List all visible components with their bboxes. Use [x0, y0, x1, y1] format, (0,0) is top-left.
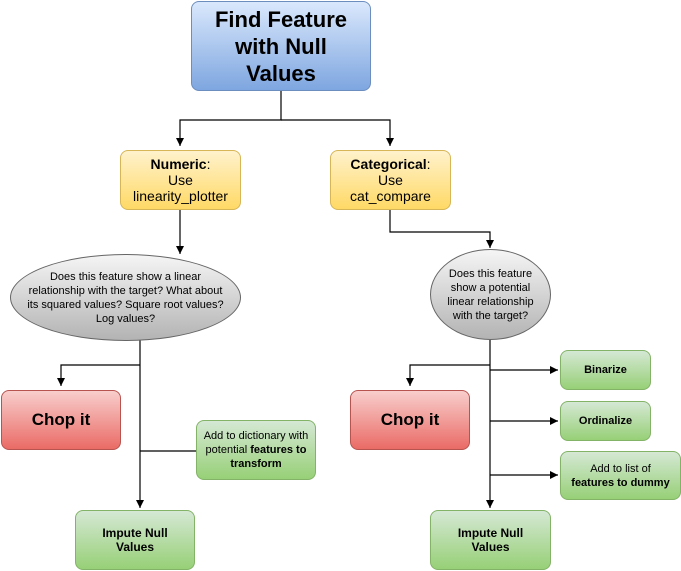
left-question-line-1: Does this feature show a linear: [49, 270, 202, 283]
left-question-line-2: relationship with the target? What about: [28, 284, 223, 297]
right-chop-it-label: Chop it: [380, 410, 440, 429]
right-question-line-3: linear relationship: [447, 295, 534, 308]
left-impute-line-1: Impute Null: [102, 526, 168, 540]
add-to-dummy-node: Add to list of features to dummy: [560, 451, 681, 500]
root-line-1: Find Feature: [214, 6, 347, 32]
binarize-node: Binarize: [560, 350, 651, 390]
categorical-node: Categorical: Use cat_compare: [330, 150, 451, 210]
right-impute-line-2: Values: [471, 540, 510, 554]
left-chop-it-node: Chop it: [1, 390, 121, 450]
categorical-label: Categorical: [350, 156, 427, 172]
right-question-line-4: with the target?: [452, 309, 529, 322]
right-chop-it-node: Chop it: [350, 390, 470, 450]
edge-root-to-numeric: [176, 91, 282, 146]
numeric-colon: :: [206, 156, 211, 172]
numeric-tool: linearity_plotter: [133, 188, 228, 204]
left-impute-null-node: Impute Null Values: [75, 510, 195, 570]
categorical-tool: cat_compare: [350, 188, 431, 204]
left-impute-line-2: Values: [115, 540, 155, 554]
edge-root-to-categorical: [281, 119, 394, 146]
root-node-find-feature: Find Feature with Null Values: [191, 1, 371, 91]
numeric-use: Use: [168, 172, 193, 188]
left-question-node: Does this feature show a linear relation…: [10, 254, 241, 341]
left-question-line-4: Log values?: [95, 312, 156, 325]
add-dictionary-line-3: transform: [230, 458, 282, 470]
right-impute-null-node: Impute Null Values: [430, 510, 551, 570]
binarize-label: Binarize: [584, 364, 627, 376]
numeric-label: Numeric: [150, 156, 207, 172]
categorical-colon: :: [426, 156, 431, 172]
edge-categorical-to-question: [389, 210, 494, 248]
root-line-2: with Null: [235, 33, 327, 59]
numeric-node: Numeric: Use linearity_plotter: [120, 150, 241, 210]
right-question-line-2: show a potential: [450, 281, 531, 294]
right-impute-line-1: Impute Null: [457, 526, 524, 540]
add-dictionary-line-2-bold: features to: [250, 444, 307, 456]
add-to-dictionary-node: Add to dictionary with potential feature…: [196, 420, 316, 480]
add-dictionary-line-1: Add to dictionary with: [203, 430, 309, 442]
ordinalize-node: Ordinalize: [560, 401, 651, 441]
edge-left-to-chop: [57, 364, 140, 386]
right-question-line-1: Does this feature: [448, 267, 533, 280]
add-dictionary-line-2-plain: potential: [205, 444, 251, 456]
categorical-use: Use: [378, 172, 403, 188]
right-question-node: Does this feature show a potential linea…: [430, 249, 551, 340]
left-question-line-3: its squared values? Square root values?: [27, 298, 224, 311]
dummy-line-2: features to dummy: [571, 476, 670, 489]
edge-right-to-chop: [406, 364, 490, 386]
root-line-3: Values: [246, 60, 316, 86]
ordinalize-label: Ordinalize: [578, 415, 633, 427]
left-chop-it-label: Chop it: [31, 410, 91, 429]
dummy-line-1: Add to list of: [590, 462, 651, 475]
